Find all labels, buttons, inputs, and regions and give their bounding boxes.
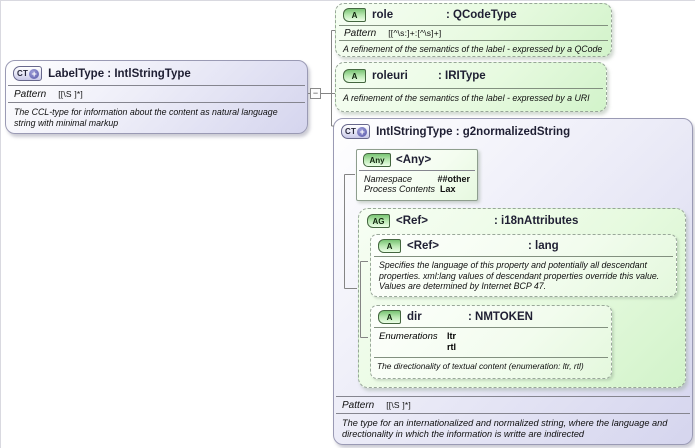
pattern-label: Pattern [344,28,377,39]
labeltype-title: LabelType : IntlStringType [48,67,191,80]
attribute-group-icon: AG [367,214,390,228]
roleuri-header: A roleuri : IRIType [336,63,606,87]
intlstringtype-facets: Pattern [[\S ]*] The type for an interna… [334,395,692,442]
any-header: Any <Any> [357,150,477,169]
namespace-label: Namespace [364,174,413,184]
any-icon: Any [363,153,391,167]
attribute-icon: A [343,69,366,83]
i18nattributes-group-box[interactable]: AG <Ref> : i18nAttributes A <Ref> : lang… [358,208,686,388]
pattern-label: Pattern [14,89,47,100]
complex-type-expand-icon[interactable]: CT + [13,66,43,81]
i18nattributes-name: <Ref> [396,215,428,227]
role-pattern-row: Pattern [[^\s:]+:[^\s]+] [336,27,611,39]
intlstringtype-pattern-row: Pattern [[\S ]*] [334,398,692,412]
roleuri-name: roleuri [372,70,408,82]
divider [336,412,690,414]
divider [336,395,690,397]
intlstringtype-description: The type for an internationalized and no… [342,417,668,439]
divider [339,88,603,89]
dir-description: The directionality of textual content (e… [377,360,584,371]
dir-name: dir [407,311,422,323]
divider [8,102,305,103]
intlstringtype-box[interactable]: CT + IntlStringType : g2normalizedString… [333,118,693,445]
role-pattern-value: [[^\s:]+:[^\s]+] [388,28,442,38]
labeltype-pattern-row: Pattern [[\S ]*] [6,87,307,101]
dir-type: : NMTOKEN [468,311,533,323]
lang-type: : lang [528,240,559,252]
role-header: A role : QCodeType [336,4,611,24]
pattern-label: Pattern [342,399,375,411]
collapse-toggle[interactable]: − [310,88,321,99]
lang-attribute-box[interactable]: A <Ref> : lang Specifies the language of… [370,234,677,297]
role-type: : QCodeType [446,9,517,21]
dir-attribute-box[interactable]: A dir : NMTOKEN Enumerations ltr rtl The… [370,305,612,379]
divider [374,356,608,358]
any-name: <Any> [396,154,432,166]
expand-plus-icon: + [357,126,368,137]
roleuri-description: A refinement of the semantics of the lab… [343,93,590,103]
complex-type-icon-label: CT [17,69,29,78]
any-wildcard-box[interactable]: Any <Any> Namespace ##other Process Cont… [356,149,478,201]
attribute-icon: A [378,239,401,253]
process-contents-row: Process Contents Lax [357,184,477,194]
intlstringtype-pattern-value: [[\S ]*] [386,399,411,410]
role-name: role [372,9,394,21]
expand-plus-icon: + [29,68,40,79]
intlstringtype-title: IntlStringType : g2normalizedString [376,125,571,138]
divider [374,256,673,257]
divider [359,170,475,171]
divider [339,25,608,26]
divider [339,40,608,41]
labeltype-header: CT + LabelType : IntlStringType [6,61,307,84]
role-description: A refinement of the semantics of the lab… [343,44,603,54]
i18nattributes-header: AG <Ref> : i18nAttributes [359,209,685,231]
attribute-icon: A [378,310,401,324]
enumerations-label: Enumerations [379,331,438,342]
roleuri-attribute-box[interactable]: A roleuri : IRIType A refinement of the … [335,62,607,112]
labeltype-description: The CCL-type for information about the c… [14,107,278,128]
namespace-row: Namespace ##other [357,172,477,184]
divider [8,85,305,86]
roleuri-type: : IRIType [438,70,486,82]
lang-header: A <Ref> : lang [371,235,676,255]
lang-name: <Ref> [407,240,439,252]
dir-header: A dir : NMTOKEN [371,306,611,326]
enumerations-row: Enumerations ltr rtl [371,329,611,356]
complex-type-expand-icon[interactable]: CT + [341,124,371,139]
lang-description: Specifies the language of this property … [379,260,660,292]
process-contents-label: Process Contents [364,184,436,194]
enumeration-value: rtl [447,342,456,353]
labeltype-box[interactable]: CT + LabelType : IntlStringType Pattern … [5,60,308,134]
complex-type-icon-label: CT [345,127,357,136]
enumeration-value: ltr [447,331,456,341]
enumeration-values: ltr rtl [447,331,456,354]
i18nattributes-type: : i18nAttributes [494,215,579,227]
intlstringtype-header: CT + IntlStringType : g2normalizedString [334,119,692,142]
divider [374,327,608,328]
namespace-value: ##other [437,174,470,184]
labeltype-pattern-value: [[\S ]*] [58,89,83,99]
process-contents-value: Lax [440,184,456,194]
attribute-icon: A [343,8,366,22]
role-attribute-box[interactable]: A role : QCodeType Pattern [[^\s:]+:[^\s… [335,3,612,57]
